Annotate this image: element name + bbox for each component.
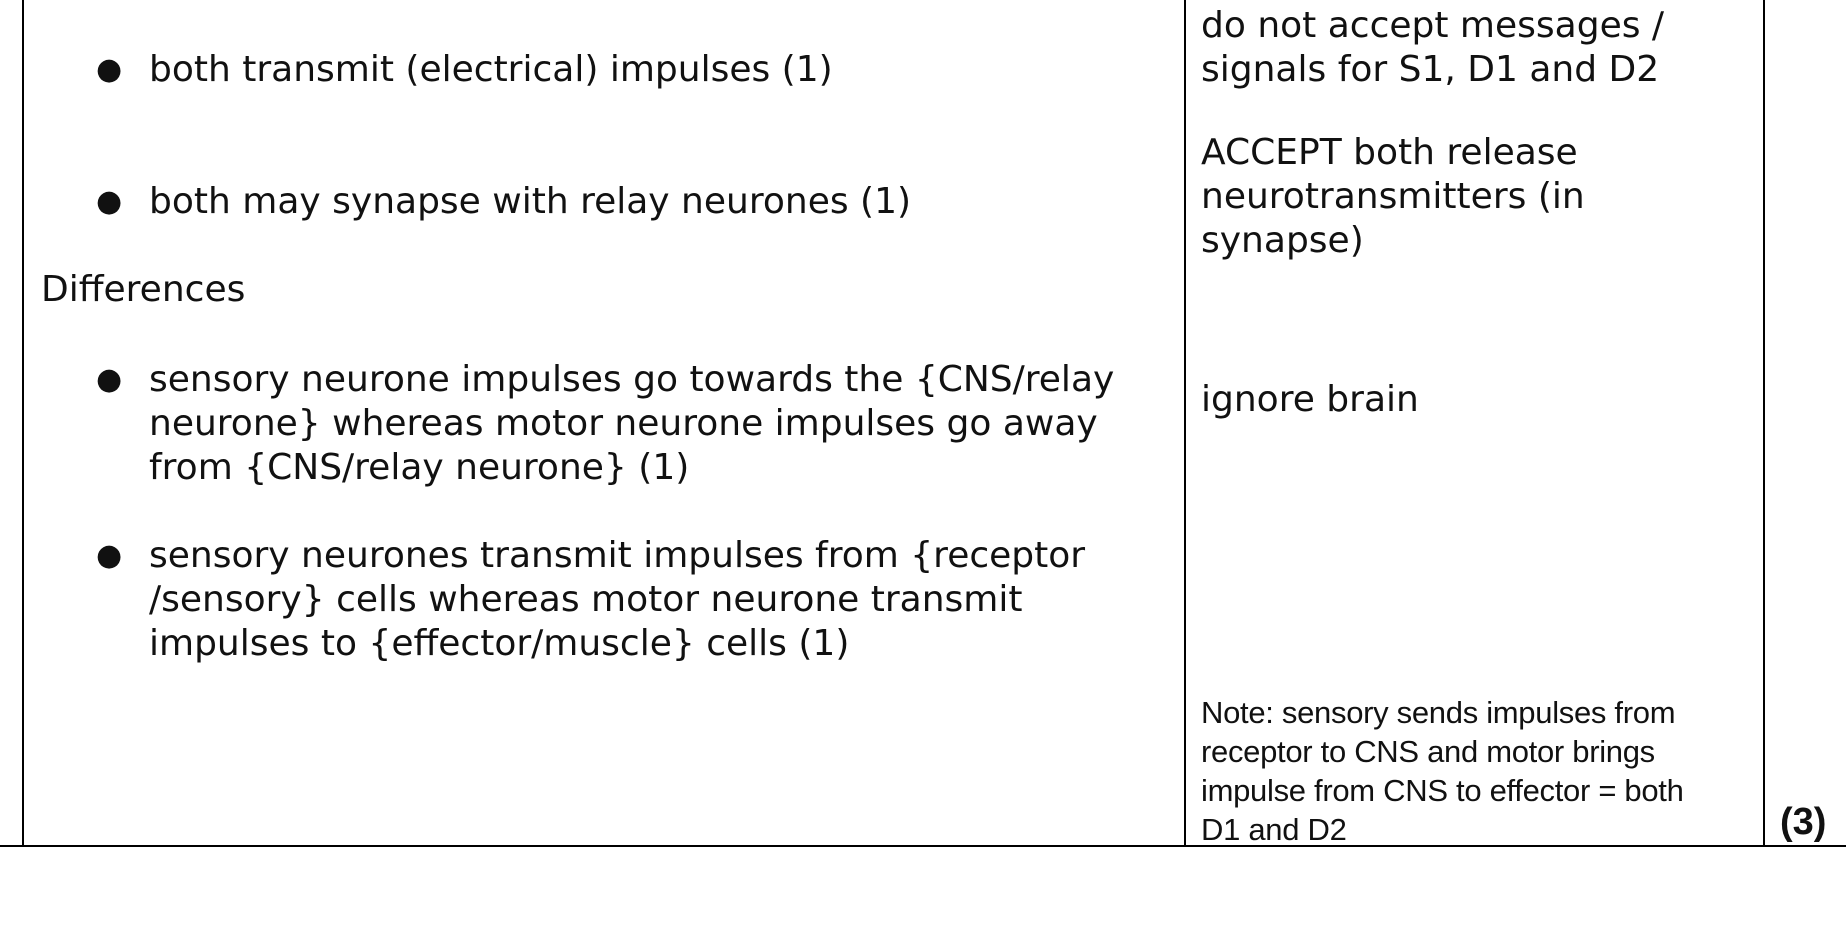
final-note-line-1: Note: sensory sends impulses from — [1201, 695, 1676, 730]
reject-note-line-1: do not accept messages / — [1201, 5, 1665, 46]
table-border-left — [22, 0, 24, 846]
bullet-marker: ● — [96, 184, 123, 219]
accept-note-line-3: synapse) — [1201, 220, 1364, 261]
difference-source-line-3: impulses to {effector/muscle} cells (1) — [149, 623, 850, 664]
final-note-line-3: impulse from CNS to effector = both — [1201, 773, 1684, 808]
accept-note-line-2: neurotransmitters (in — [1201, 176, 1585, 217]
bullet-marker: ● — [96, 52, 123, 87]
similarity-transmit-impulses: both transmit (electrical) impulses (1) — [149, 49, 833, 90]
final-note-line-2: receptor to CNS and motor brings — [1201, 734, 1655, 769]
reject-note-line-2: signals for S1, D1 and D2 — [1201, 49, 1660, 90]
difference-direction-line-3: from {CNS/relay neurone} (1) — [149, 447, 690, 488]
final-note-line-4: D1 and D2 — [1201, 812, 1347, 847]
differences-heading: Differences — [41, 269, 246, 310]
difference-direction-line-2: neurone} whereas motor neurone impulses … — [149, 403, 1098, 444]
difference-source-line-2: /sensory} cells whereas motor neurone tr… — [149, 579, 1023, 620]
bullet-marker: ● — [96, 538, 123, 573]
ignore-note: ignore brain — [1201, 379, 1419, 420]
column-divider-marks — [1763, 0, 1765, 846]
bullet-marker: ● — [96, 362, 123, 397]
difference-source-line-1: sensory neurones transmit impulses from … — [149, 535, 1086, 576]
marks-total: (3) — [1780, 801, 1827, 843]
accept-note-line-1: ACCEPT both release — [1201, 132, 1578, 173]
similarity-relay-synapse: both may synapse with relay neurones (1) — [149, 181, 912, 222]
column-divider-guidance — [1184, 0, 1186, 846]
table-bottom-border — [0, 845, 1846, 847]
difference-direction-line-1: sensory neurone impulses go towards the … — [149, 359, 1115, 400]
